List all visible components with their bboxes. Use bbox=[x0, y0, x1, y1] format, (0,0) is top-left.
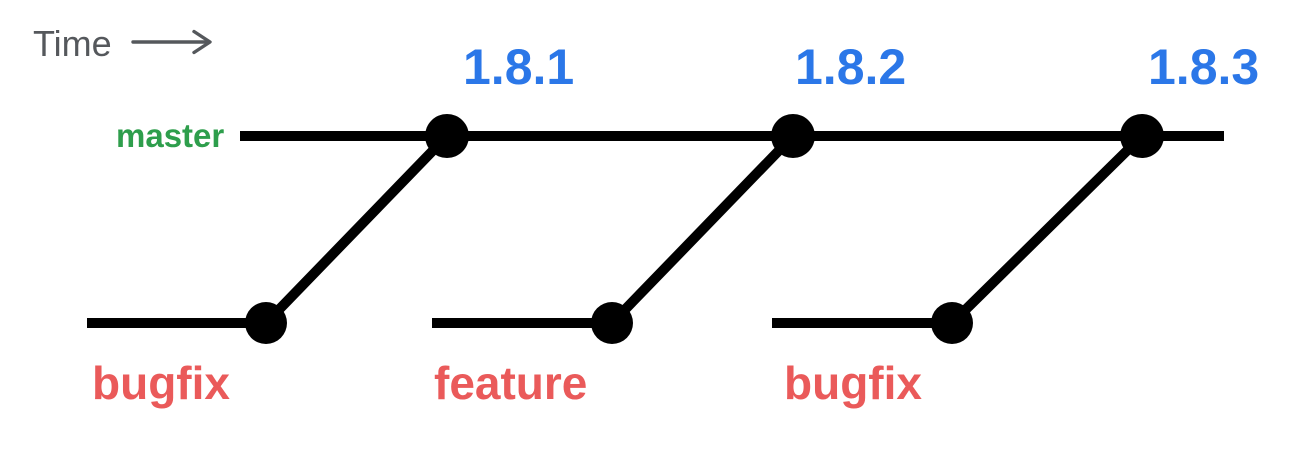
branch-label-bugfix-1: bugfix bbox=[92, 357, 230, 409]
branch-label-feature: feature bbox=[434, 357, 588, 409]
time-axis-label: Time bbox=[33, 23, 112, 64]
merge-line-feature bbox=[608, 132, 797, 327]
release-tag-1.8.1: 1.8.1 bbox=[463, 39, 575, 95]
time-arrow bbox=[131, 29, 212, 55]
commit-dot-master-1.8.2 bbox=[771, 114, 815, 158]
commit-dot-bugfix-2 bbox=[931, 302, 973, 344]
time-arrow-head bbox=[192, 29, 212, 55]
commit-dot-bugfix-1 bbox=[245, 302, 287, 344]
commit-dot-master-1.8.3 bbox=[1120, 114, 1164, 158]
merge-line-bugfix-2 bbox=[948, 132, 1146, 327]
release-tag-1.8.3: 1.8.3 bbox=[1148, 39, 1260, 95]
commit-dot-master-1.8.1 bbox=[425, 114, 469, 158]
branch-label-bugfix-2: bugfix bbox=[784, 357, 922, 409]
commit-dot-feature bbox=[591, 302, 633, 344]
release-tag-1.8.2: 1.8.2 bbox=[795, 39, 907, 95]
master-branch-label: master bbox=[116, 117, 225, 154]
merge-line-bugfix-1 bbox=[262, 132, 451, 327]
